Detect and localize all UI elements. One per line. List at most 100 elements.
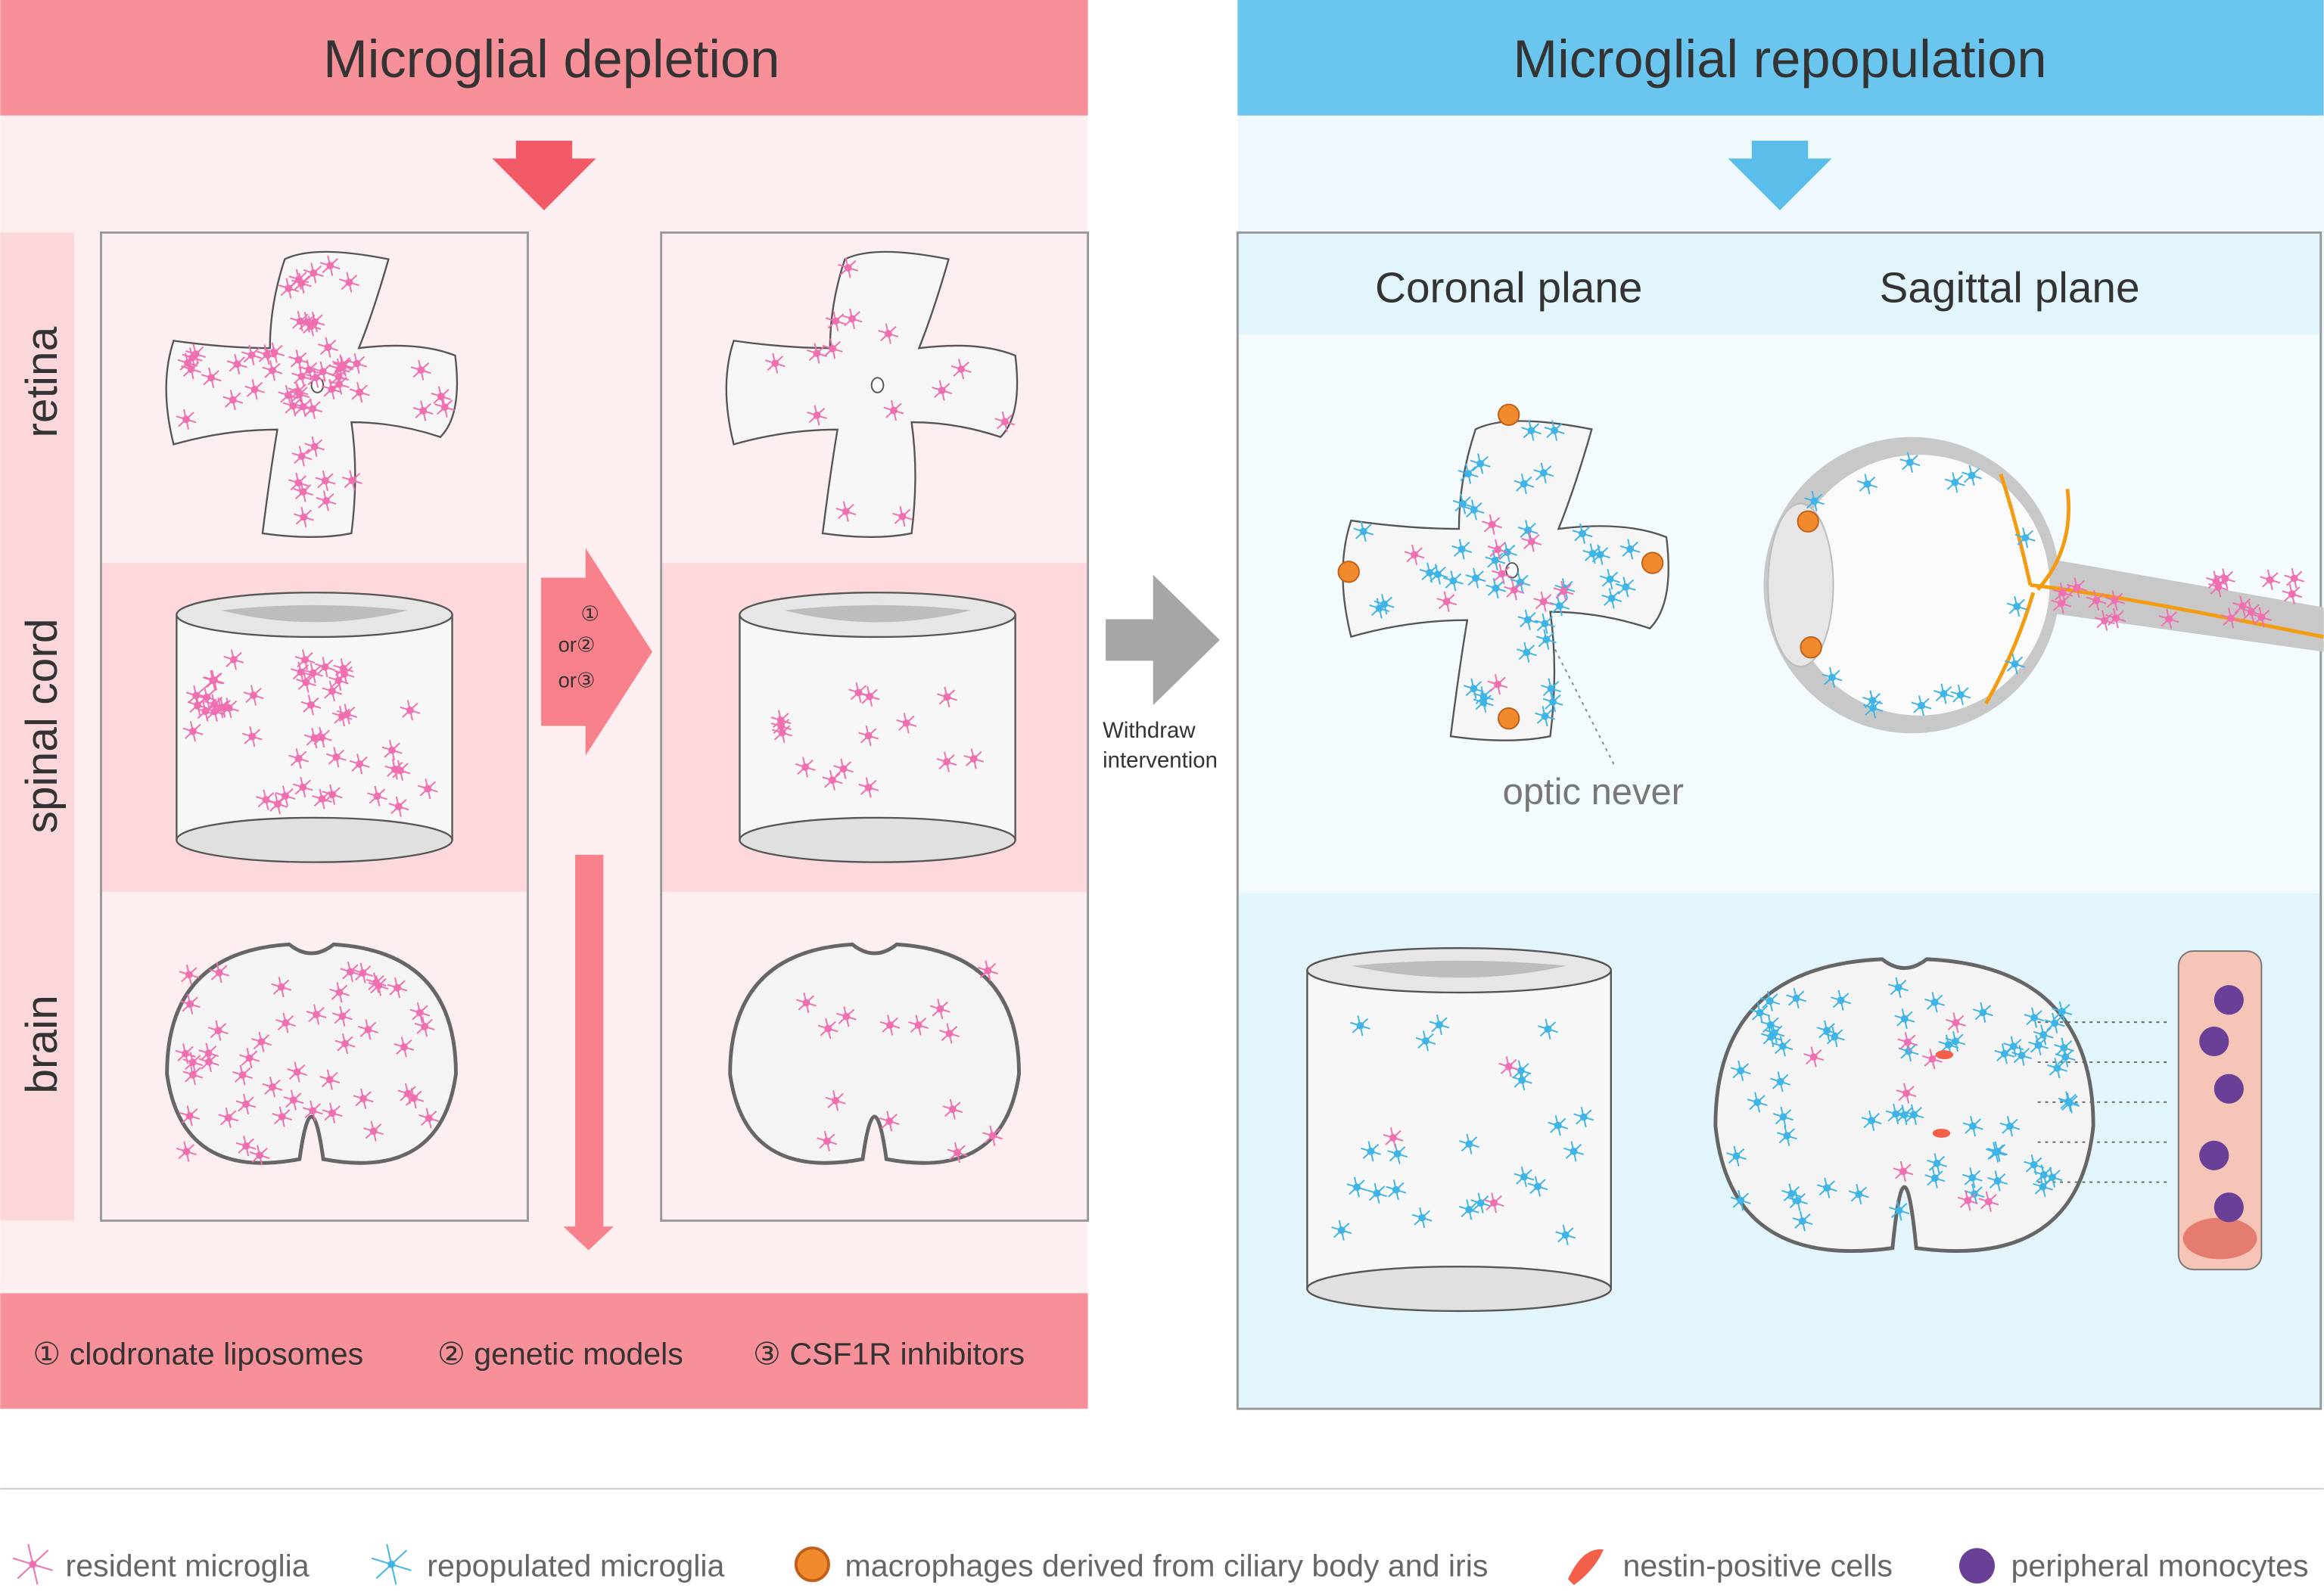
- soma: [186, 1000, 194, 1008]
- soma: [269, 366, 276, 374]
- soma: [1476, 459, 1485, 468]
- soma: [341, 1039, 349, 1048]
- resident-microglia: [388, 796, 409, 817]
- resident-microglia: [836, 1006, 857, 1027]
- soma: [294, 479, 303, 487]
- repopulated-microglia: [1350, 1015, 1370, 1036]
- resident-microglia: [878, 323, 899, 344]
- soma: [1470, 685, 1478, 693]
- depletion-down-arrow: [492, 141, 596, 211]
- soma: [2221, 575, 2229, 583]
- soma: [1863, 480, 1871, 488]
- soma: [1510, 586, 1518, 594]
- repopulated-microglia: [1994, 1043, 2015, 1064]
- soma: [1930, 1174, 1939, 1182]
- soma: [299, 402, 307, 411]
- resident-microglia: [2067, 577, 2087, 598]
- eye-interior: [1788, 455, 2050, 716]
- soma: [2001, 1049, 2008, 1058]
- soma: [322, 497, 330, 505]
- soma: [1504, 1062, 1513, 1071]
- soma: [294, 275, 303, 284]
- soma: [823, 1137, 831, 1145]
- soma: [185, 971, 193, 979]
- resident-microglia: [244, 379, 265, 400]
- soma: [297, 668, 305, 676]
- repopulated-microglia: [1535, 706, 1555, 727]
- repopulated-microglia: [1464, 499, 1485, 520]
- resident-microglia: [381, 740, 403, 761]
- soma: [1732, 1152, 1741, 1160]
- resident-microglia: [340, 961, 361, 983]
- resident-microglia: [331, 354, 353, 375]
- resident-microglia: [1946, 1012, 1966, 1033]
- optic-nerve-label: optic never: [1503, 772, 1684, 813]
- repopulated-microglia: [1542, 691, 1563, 713]
- resident-microglia: [418, 1108, 440, 1129]
- resident-microglia: [1487, 674, 1508, 695]
- resident-microglia: [883, 399, 904, 421]
- soma: [270, 349, 278, 356]
- soma: [914, 1021, 922, 1029]
- soma: [943, 693, 951, 701]
- resident-microglia: [342, 470, 362, 491]
- macrophage: [1498, 707, 1520, 730]
- repopulated-microglia: [1857, 474, 1878, 495]
- soma: [1490, 1199, 1498, 1207]
- repopulated-microglia: [1572, 523, 1593, 544]
- resident-microglia: [241, 726, 263, 747]
- blood-vessel: [2177, 950, 2263, 1271]
- resident-microglia: [182, 1064, 204, 1086]
- soma: [1561, 1231, 1570, 1239]
- soma: [307, 322, 315, 330]
- resident-microglia: [822, 769, 843, 791]
- soma: [1465, 1140, 1473, 1148]
- repopulated-microglia: [1600, 569, 1620, 590]
- resident-microglia: [1504, 580, 1525, 601]
- resident-microglia: [322, 1102, 343, 1123]
- soma: [419, 407, 428, 415]
- resident-microglia: [264, 342, 285, 363]
- resident-microglia: [262, 360, 283, 381]
- sagittal-plane-label: Sagittal plane: [1880, 264, 2140, 312]
- resident-microglia: [182, 1052, 204, 1073]
- resident-microglia: [218, 1107, 239, 1128]
- soma: [1393, 1150, 1402, 1158]
- row-label-retina: retina: [17, 326, 67, 437]
- soma: [299, 488, 307, 496]
- soma: [2266, 576, 2274, 584]
- soma: [957, 365, 966, 373]
- soma: [230, 656, 238, 663]
- peripheral-monocyte: [2199, 1026, 2229, 1057]
- legend-macrophages: macrophages derived from ciliary body an…: [845, 1548, 1488, 1583]
- resident-microglia: [349, 754, 370, 775]
- resident-microglia: [182, 721, 204, 742]
- soma: [205, 1058, 213, 1066]
- soma: [425, 1114, 433, 1122]
- soma: [182, 415, 190, 424]
- resident-microglia: [397, 1083, 418, 1105]
- resident-microglia: [1533, 591, 1554, 612]
- soma: [1534, 1182, 1542, 1191]
- soma: [1392, 1185, 1400, 1194]
- soma: [1524, 527, 1532, 534]
- soma: [417, 366, 425, 374]
- soma: [229, 396, 237, 404]
- soma: [2013, 602, 2021, 611]
- resident-microglia: [208, 1020, 229, 1041]
- soma: [2034, 1041, 2042, 1049]
- soma: [829, 776, 836, 785]
- soma: [373, 792, 381, 800]
- vessel-opening: [2182, 1217, 2257, 1260]
- soma: [1607, 594, 1616, 602]
- repopulated-microglia: [1787, 1190, 1808, 1211]
- soma: [262, 796, 270, 804]
- repopulated-microglia: [1894, 1105, 1915, 1126]
- eye-lens: [1767, 502, 1834, 668]
- resident-microglia: [1521, 531, 1542, 552]
- repopulated-microglia: [1786, 987, 1807, 1009]
- soma: [387, 1560, 396, 1568]
- soma: [801, 763, 809, 771]
- soma: [307, 701, 315, 709]
- soma: [1449, 576, 1458, 585]
